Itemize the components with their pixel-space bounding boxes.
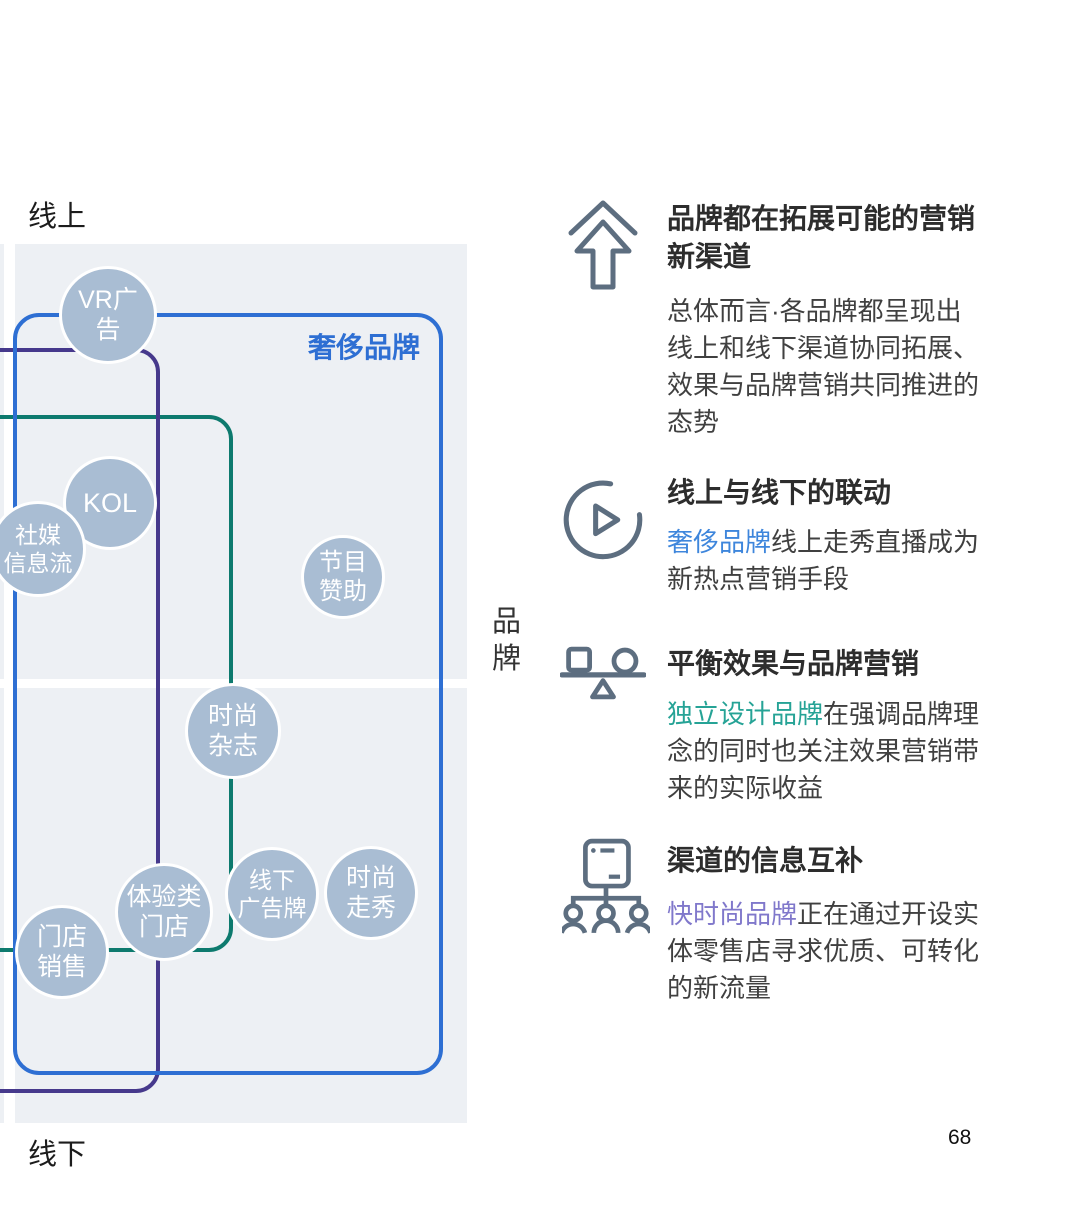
axis-label-brand: 品 牌 — [492, 606, 522, 675]
group-outline-luxury-brands — [13, 313, 443, 1075]
org-network-icon — [562, 838, 650, 936]
bubble-kol[interactable]: KOL — [63, 456, 157, 550]
bubble-program-sponsorship[interactable]: 节目 赞助 — [301, 535, 385, 619]
highlight-luxury-brands: 奢侈品牌 — [667, 527, 772, 557]
highlight-independent-design-brands: 独立设计品牌 — [667, 699, 824, 729]
arrow-up-icon — [566, 196, 640, 290]
bubble-experience-store[interactable]: 体验类 门店 — [115, 863, 213, 961]
bubble-fashion-magazine[interactable]: 时尚 杂志 — [185, 683, 281, 779]
bubble-social-media-feed[interactable]: 社媒 信息流 — [0, 501, 86, 597]
bubble-store-sales[interactable]: 门店 销售 — [15, 905, 109, 999]
section-title-balance-performance-brand: 平衡效果与品牌营销 — [667, 648, 920, 679]
section-title-online-offline-linkage: 线上与线下的联动 — [667, 477, 892, 508]
balance-scale-icon — [560, 642, 646, 704]
bubble-offline-billboard[interactable]: 线下 广告牌 — [225, 847, 319, 941]
highlight-fast-fashion-brands: 快时尚品牌 — [667, 899, 798, 929]
section-title-channel-information: 渠道的信息互补 — [667, 845, 864, 876]
section-title-expanding-channels: 品牌都在拓展可能的营销 新渠道 — [667, 203, 976, 272]
section-body-expanding-channels: 总体而言·各品牌都呈现出 线上和线下渠道协同拓展、 效果与品牌营销共同推进的 态… — [667, 296, 980, 437]
bubble-fashion-show[interactable]: 时尚 走秀 — [324, 846, 418, 940]
axis-label-offline: 线下 — [28, 1139, 87, 1171]
section-body-balance-performance-brand: 独立设计品牌在强调品牌理 念的同时也关注效果营销带 来的实际收益 — [667, 699, 980, 803]
play-circle-icon — [557, 472, 649, 564]
page-number: 68 — [948, 1126, 972, 1149]
section-body-online-offline-linkage: 奢侈品牌线上走秀直播成为 新热点营销手段 — [667, 527, 980, 594]
bubble-vr-ad[interactable]: VR广 告 — [59, 266, 157, 364]
axis-label-online: 线上 — [28, 201, 87, 233]
section-body-channel-information: 快时尚品牌正在通过开设实 体零售店寻求优质、可转化 的新流量 — [667, 899, 980, 1003]
group-label-luxury-brands: 奢侈品牌 — [307, 332, 420, 363]
